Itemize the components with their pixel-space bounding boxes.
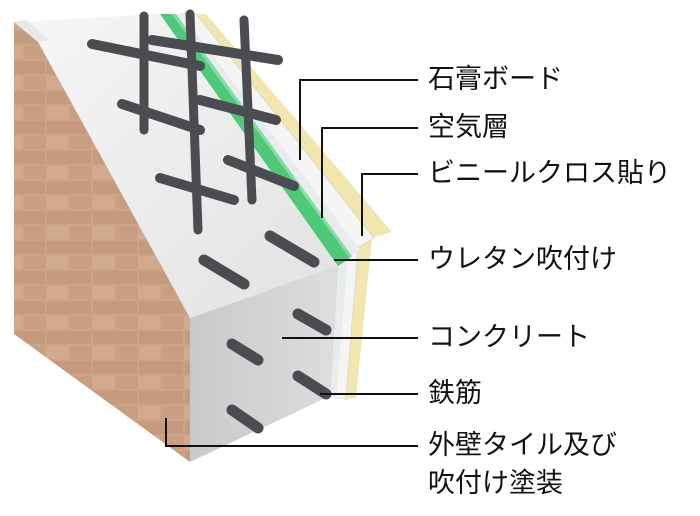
rebar-horizontal [147,35,283,65]
label-rebar: 鉄筋 [428,378,482,409]
rebar-horizontal [264,230,320,268]
rebar-horizontal [117,99,205,135]
rebar-horizontal [198,254,250,290]
exterior-tile-top-edge [14,20,50,42]
label-gypsum-board: 石膏ボード [428,64,563,95]
rebar-horizontal [195,95,281,125]
rebar-end [226,404,264,434]
rebar-end [226,338,264,366]
label-vinyl-cloth: ビニールクロス貼り [428,158,671,189]
exterior-tile-face [14,22,190,462]
rebar-end [292,370,332,400]
label-concrete: コンクリート [428,322,590,353]
label-air-layer: 空気層 [428,112,509,143]
rebar-end [292,308,332,336]
label-exterior-line1: 外壁タイル及び [428,430,617,461]
leader-exterior [165,418,418,447]
rebar-horizontal [155,173,239,205]
leader-vinyl-cloth [361,173,418,236]
leader-gypsum-board [299,79,418,160]
rebar-horizontal [87,39,205,71]
label-exterior-line2: 吹付け塗装 [428,468,563,499]
urethane-spray-edge [172,14,352,258]
rebar-horizontal [223,155,299,191]
rebar-group [87,9,332,434]
leader-air-layer [321,127,418,218]
concrete-top-face [14,14,338,318]
label-urethane-spray: ウレタン吹付け [428,244,617,275]
leader-lines [165,79,418,447]
